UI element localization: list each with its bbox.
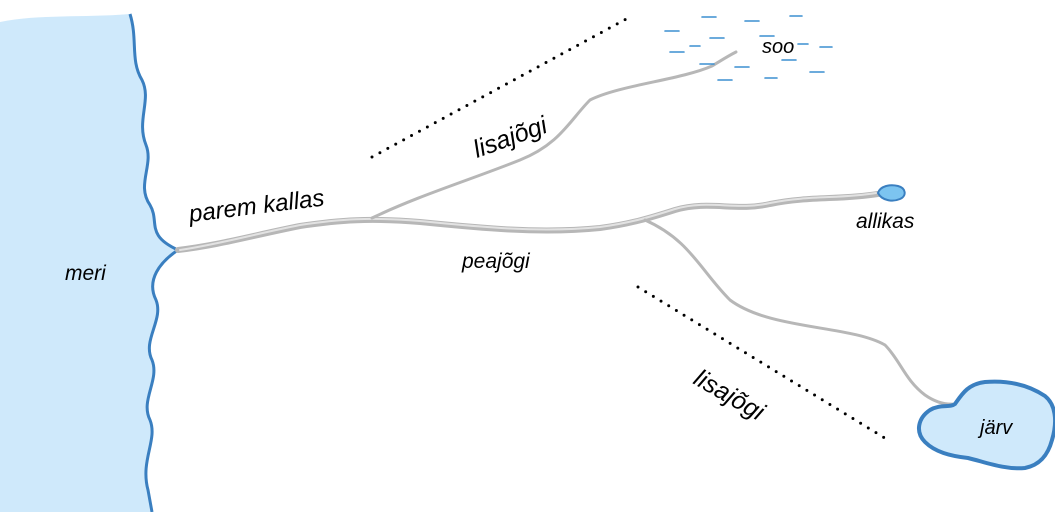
sea-shape xyxy=(0,14,178,512)
main-river-label: peajõgi xyxy=(461,250,531,273)
lower-dotted-line xyxy=(636,285,890,442)
upper-tributary-label: lisajõgi xyxy=(469,111,552,164)
upper-tributary-line xyxy=(370,50,738,220)
lake-shape xyxy=(917,379,1055,471)
swamp-marks xyxy=(664,15,833,81)
upper-dotted-line xyxy=(370,16,630,159)
lower-tributary-label: lisajõgi xyxy=(689,364,770,427)
swamp-label: soo xyxy=(762,36,794,58)
main-river-highlight xyxy=(179,192,877,251)
right-bank-label: parem kallas xyxy=(186,185,325,229)
spring-label: allikas xyxy=(856,210,915,233)
sea-label: meri xyxy=(65,262,107,285)
lower-tributary-line xyxy=(643,218,957,406)
spring-shape xyxy=(876,184,906,202)
lake-label: järv xyxy=(977,417,1013,439)
